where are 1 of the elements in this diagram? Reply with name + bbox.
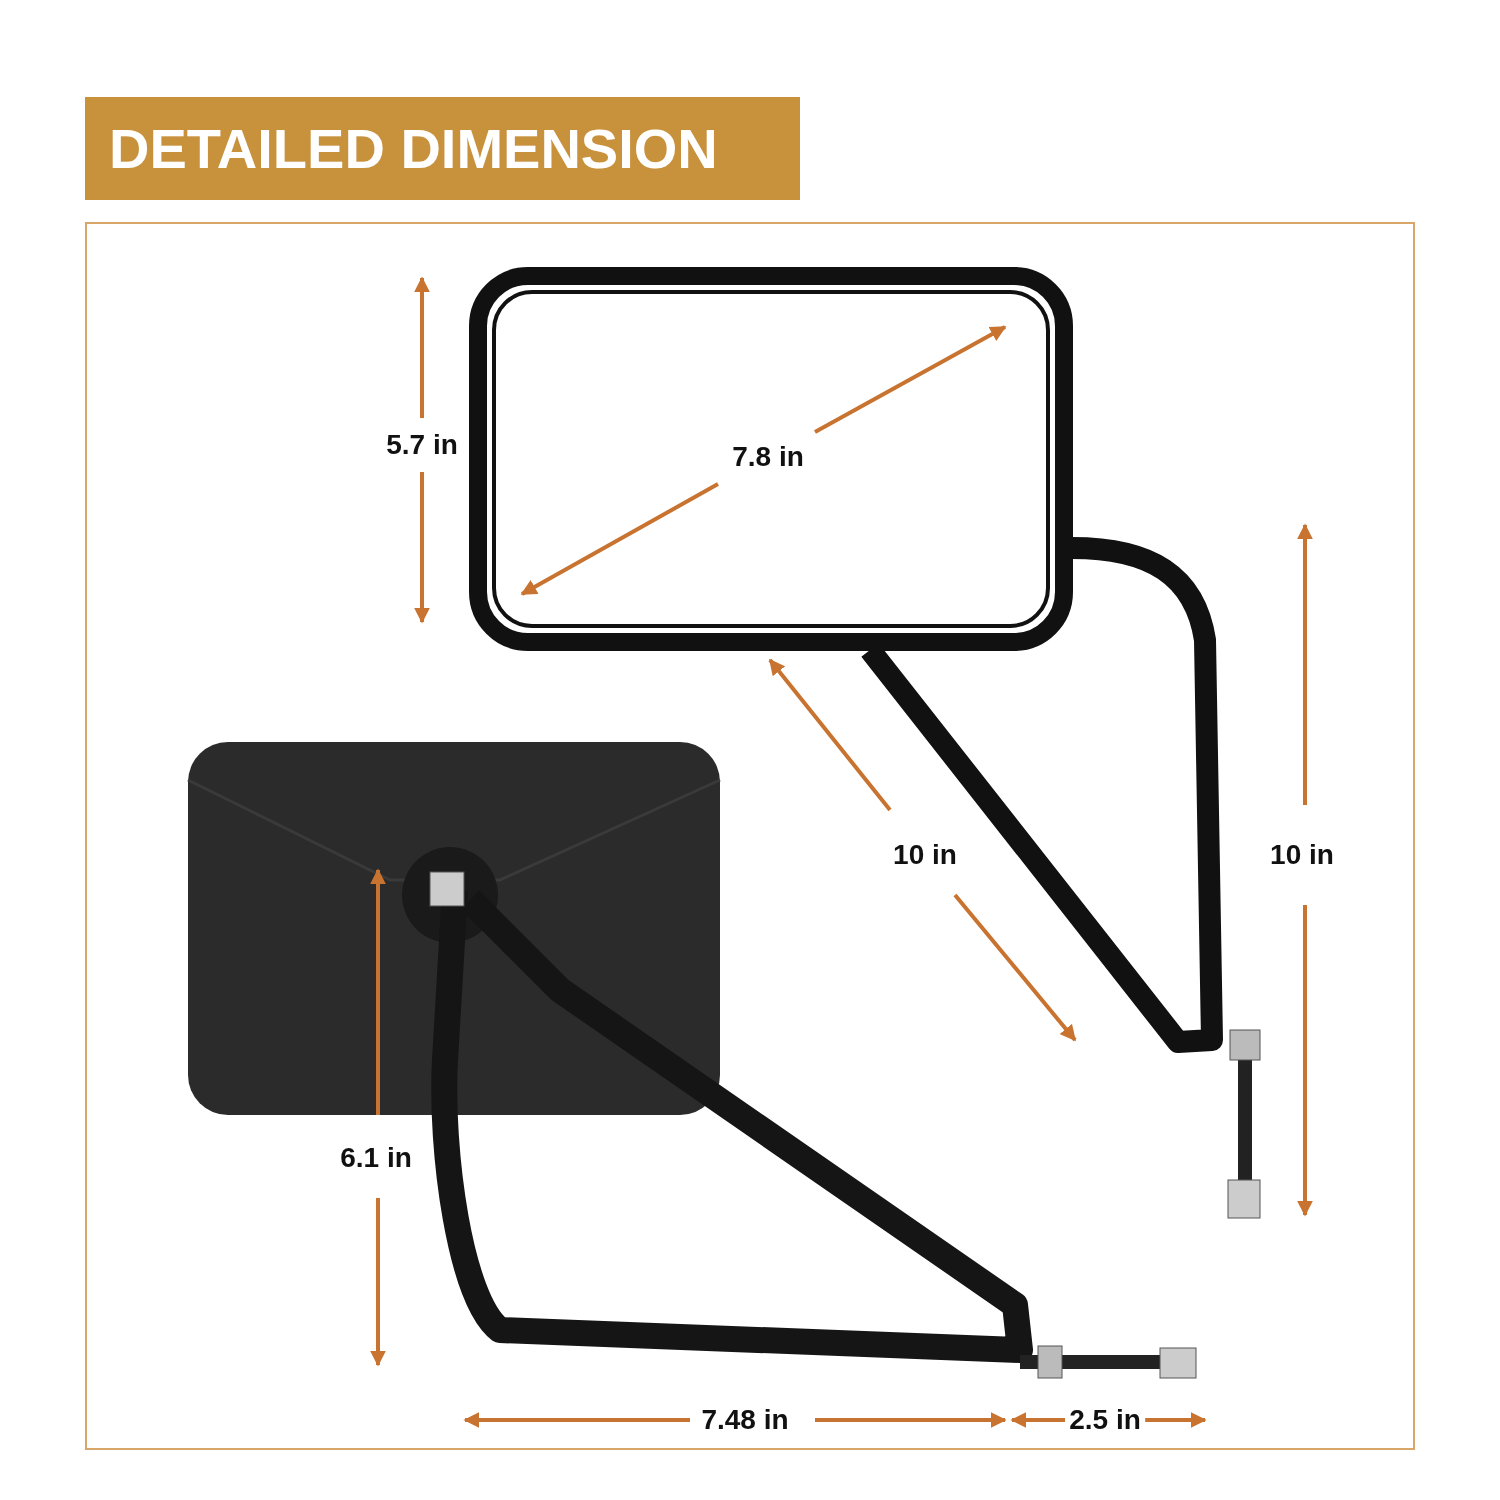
title-banner: DETAILED DIMENSION xyxy=(85,97,800,200)
